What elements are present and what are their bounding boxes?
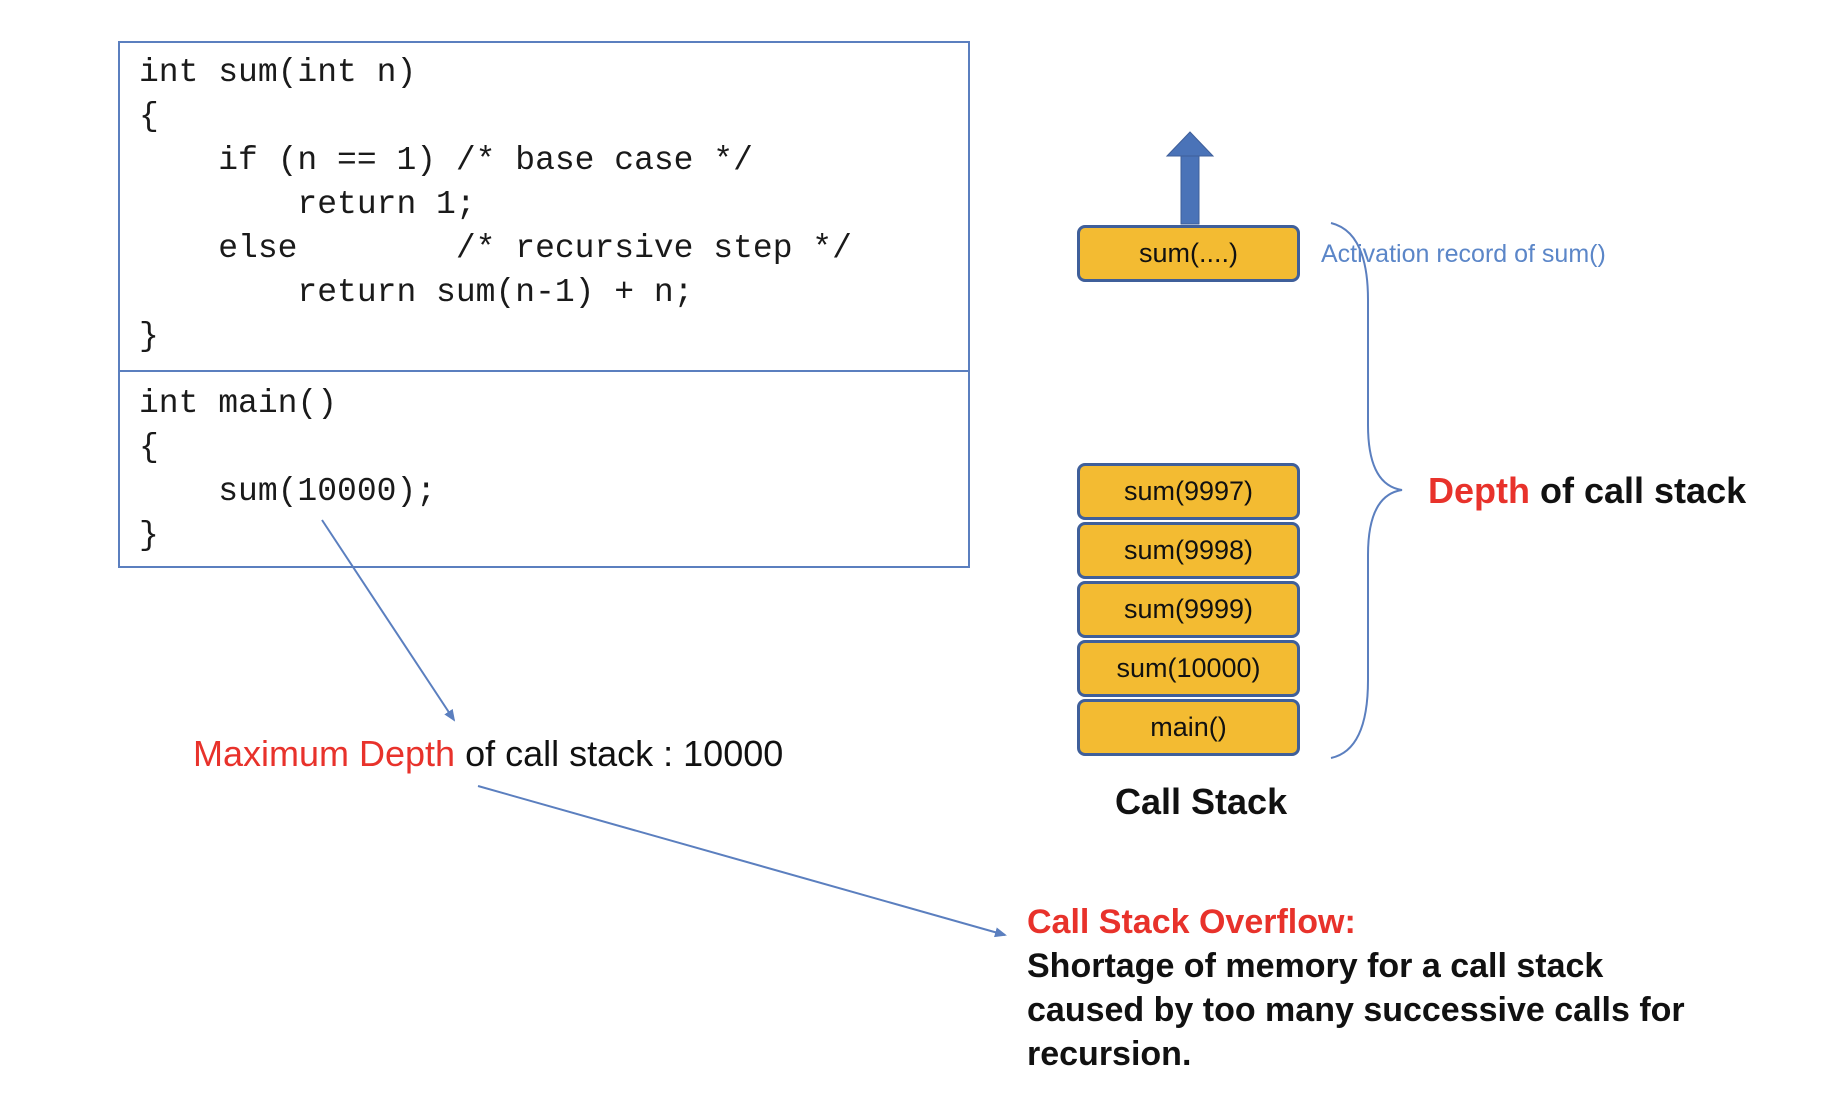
overflow-line: caused by too many successive calls for <box>1027 991 1685 1029</box>
max-depth-rest: of call stack : 10000 <box>455 733 784 774</box>
main-function-code: int main() { sum(10000); } <box>120 372 968 568</box>
code-line: if (n == 1) /* base case */ <box>139 142 753 179</box>
code-line: } <box>139 318 159 355</box>
code-line: int main() <box>139 385 338 422</box>
code-line: } <box>139 517 159 554</box>
code-box: int sum(int n) { if (n == 1) /* base cas… <box>118 41 970 568</box>
call-stack-label: Call Stack <box>1115 781 1288 822</box>
overflow-title: Call Stack Overflow: <box>1027 903 1356 941</box>
code-line: else /* recursive step */ <box>139 230 852 267</box>
overflow-line: recursion. <box>1027 1035 1192 1073</box>
overflow-line: Shortage of memory for a call stack <box>1027 947 1604 985</box>
activation-record-label: Activation record of sum() <box>1321 240 1606 268</box>
depth-label-highlight: Depth <box>1428 470 1530 511</box>
sum-function-code: int sum(int n) { if (n == 1) /* base cas… <box>120 43 968 372</box>
depth-label-rest: of call stack <box>1530 470 1747 511</box>
code-line: { <box>139 429 159 466</box>
overflow-explanation: Call Stack Overflow: Shortage of memory … <box>1027 900 1685 1076</box>
code-line: return 1; <box>139 186 476 223</box>
stack-frame-top: sum(....) <box>1077 225 1300 282</box>
max-depth-highlight: Maximum Depth <box>193 733 456 774</box>
max-depth-label: Maximum Depth of call stack : 10000 <box>193 733 783 775</box>
depth-brace <box>1330 222 1403 759</box>
code-line: sum(10000); <box>139 473 437 510</box>
stack-frame: main() <box>1077 699 1300 756</box>
stack-frame: sum(9998) <box>1077 522 1300 579</box>
stack-frame: sum(10000) <box>1077 640 1300 697</box>
code-line: int sum(int n) <box>139 54 417 91</box>
depth-to-overflow-arrow <box>477 785 1007 938</box>
stack-growth-up-arrow <box>1165 131 1215 225</box>
stack-frame: sum(9997) <box>1077 463 1300 520</box>
code-line: { <box>139 98 159 135</box>
code-line: return sum(n-1) + n; <box>139 274 694 311</box>
stack-frame: sum(9999) <box>1077 581 1300 638</box>
depth-label: Depth of call stack <box>1428 470 1746 512</box>
